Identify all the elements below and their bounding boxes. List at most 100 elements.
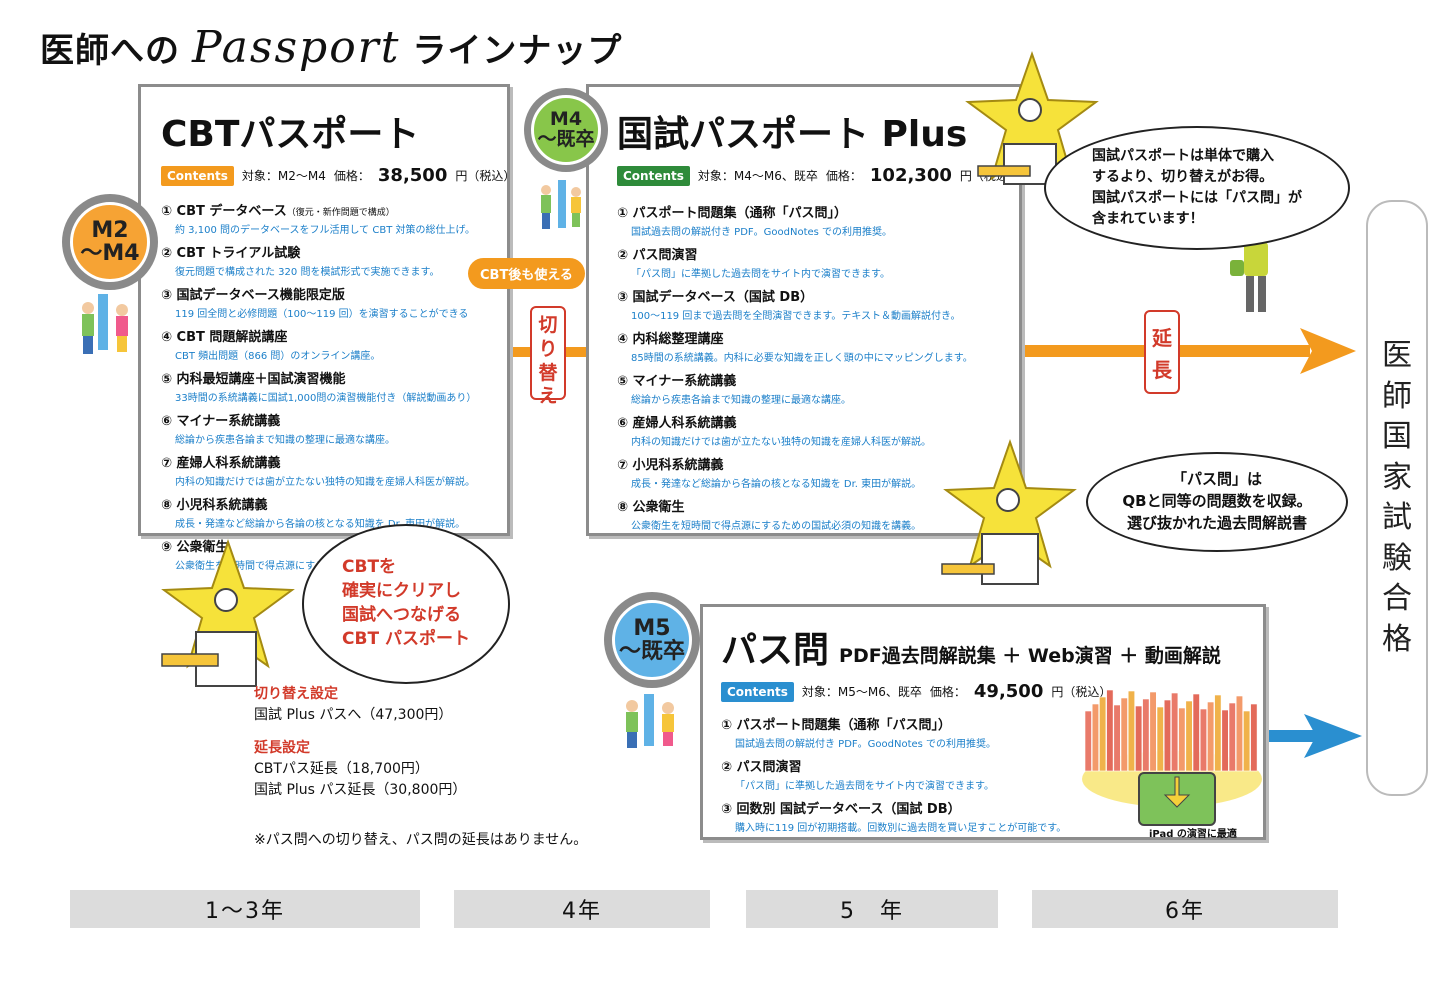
- goal-char: 験: [1382, 540, 1412, 576]
- contents-item-title: ⑧ 小児科系統講義: [161, 498, 268, 513]
- contents-item-desc: CBT 頻出問題（866 問）のオンライン講座。: [175, 351, 381, 362]
- switch-char: り: [538, 337, 558, 360]
- contents-item-desc: 内科の知識だけでは歯が立たない独特の知識を産婦人科医が解説。: [175, 477, 475, 488]
- contents-item-desc: 約 3,100 問のデータベースをフル活用して CBT 対策の総仕上げ。: [175, 225, 475, 236]
- book-spine: [1135, 705, 1143, 772]
- switch-char: 替: [538, 361, 558, 384]
- bubble-line: 国試パスポートには「パス問」が: [1092, 190, 1302, 206]
- book-spine: [1214, 694, 1222, 772]
- contents-item-title: ⑥ 産婦人科系統講義: [617, 416, 737, 431]
- bubble-line: 国試パスポートは単体で購入: [1092, 148, 1274, 164]
- book-spine: [1156, 706, 1164, 772]
- contents-item-title: ④ CBT 問題解説講座: [161, 330, 288, 345]
- pasumon-target: 対象：M5〜M6、既卒: [801, 685, 922, 699]
- contents-item-desc: 購入時に119 回が初期搭載。回数別に過去問を買い足すことが可能です。: [735, 823, 1067, 834]
- contents-item-title: ① パスポート問題集（通称「パス問」）: [617, 206, 848, 221]
- contents-item-title: ③ 国試データベース機能限定版: [161, 288, 345, 303]
- year-bar-6: 6年: [1032, 890, 1338, 928]
- contents-item-desc: 33時間の系統講義に国試1,000問の演習機能付き（解説動画あり）: [175, 393, 477, 404]
- book-spine: [1163, 699, 1171, 772]
- extend-settings-line: 国試 Plus パス延長（30,800円）: [254, 782, 467, 798]
- goal-char: 格: [1382, 621, 1412, 657]
- year-bar-5: 5 年: [746, 890, 998, 928]
- contents-item: ④ 内科総整理講座 85時間の系統講義。内科に必要な知識を正しく頭の中にマッピング…: [617, 328, 991, 364]
- book-spine: [1178, 707, 1186, 772]
- switch-settings-heading: 切り替え設定: [254, 686, 338, 702]
- contents-item-desc: 85時間の系統講義。内科に必要な知識を正しく頭の中にマッピングします。: [631, 353, 973, 364]
- contents-item-title: ④ 内科総整理講座: [617, 332, 724, 347]
- extend-char: 延: [1152, 326, 1172, 350]
- book-spine: [1243, 710, 1251, 772]
- goal-char: 医: [1382, 338, 1412, 373]
- extend-settings: 延長設定 CBTパス延長（18,700円） 国試 Plus パス延長（30,80…: [254, 738, 466, 801]
- switch-tag: 切 り 替 え: [530, 306, 566, 407]
- contents-item: ① パスポート問題集（通称「パス問」）国試過去問の解説付き PDF。GoodNo…: [721, 714, 1245, 750]
- switch-char: え: [538, 385, 558, 408]
- contents-item: ④ CBT 問題解説講座 CBT 頻出問題（866 問）のオンライン講座。: [161, 326, 487, 362]
- students-figure-icon: [626, 694, 674, 748]
- book-spine: [1099, 696, 1107, 772]
- contents-item: ② パス問演習「パス問」に準拠した過去問をサイト内で演習できます。: [721, 756, 1245, 792]
- book-spine: [1106, 689, 1114, 772]
- star-character-icon: [161, 538, 295, 687]
- badge-m5-kisotsu: M5 〜既卒: [604, 592, 700, 688]
- contents-item-title: ② パス問演習: [721, 760, 802, 775]
- bubble-line: 選び抜かれた過去問解説書: [1126, 513, 1307, 532]
- book-spine: [1142, 698, 1150, 772]
- contents-item: ③ 回数別 国試データベース（国試 DB）購入時に119 回が初期搭載。回数別に…: [721, 798, 1245, 834]
- contents-badge: Contents: [721, 681, 794, 702]
- goal-char: 試: [1382, 500, 1412, 535]
- cbt-title: CBTパスポート: [161, 114, 420, 155]
- book-spine: [1185, 700, 1193, 772]
- kokushi-price: 102,300: [869, 165, 952, 186]
- contents-item-title: ⑤ 内科最短講座＋国試演習機能: [161, 372, 346, 387]
- contents-item: ① CBT データベース（復元・新作問題で構成）約 3,100 問のデータベース…: [161, 200, 487, 236]
- price-label: 価格：: [929, 685, 966, 699]
- book-spine: [1221, 709, 1229, 772]
- contents-item-desc: 内科の知識だけでは歯が立たない独特の知識を産婦人科医が解説。: [631, 437, 931, 448]
- pasumon-note: ※パス問への切り替え、パス問の延長はありません。: [254, 832, 588, 848]
- bubble-line: 確実にクリアし: [342, 581, 462, 602]
- contents-item: ⑧ 小児科系統講義成長・発達など総論から各論の核となる知識を Dr. 東田が解説…: [161, 494, 487, 530]
- contents-item-title: ② CBT トライアル試験: [161, 246, 301, 261]
- contents-item-title: ⑦ 小児科系統講義: [617, 458, 724, 473]
- contents-item-note: （復元・新作問題で構成）: [286, 208, 395, 218]
- goal-char: 家: [1382, 459, 1412, 495]
- contents-item-title: ⑥ マイナー系統講義: [161, 414, 281, 429]
- book-spine: [1120, 697, 1128, 772]
- contents-badge: Contents: [617, 165, 690, 186]
- badge-m2-line2: 〜M4: [80, 241, 140, 266]
- students-figure-icon: [82, 294, 128, 354]
- goal-box: 医師国家試験合格: [1366, 200, 1428, 796]
- extend-arrow-head: [1300, 328, 1356, 374]
- contents-item-desc: 119 回全問と必修問題（100〜119 回）を演習することができる: [175, 309, 469, 320]
- kokushi-contents-list: ① パスポート問題集（通称「パス問」）国試過去問の解説付き PDF。GoodNo…: [617, 202, 991, 532]
- contents-item-title: ③ 国試データベース（国試 DB）: [617, 290, 814, 305]
- cbt-speech-bubble: CBTを 確実にクリアし 国試へつなげる CBT パスポート: [302, 524, 510, 684]
- pasumon-card: パス問 PDF過去問解説集 ＋ Web演習 ＋ 動画解説 Contents 対象…: [700, 604, 1266, 840]
- star-character-icon: [941, 438, 1077, 585]
- book-spine: [1235, 695, 1243, 772]
- book-spine: [1084, 710, 1092, 772]
- contents-item-desc: 成長・発達など総論から各論の核となる知識を Dr. 東田が解説。: [175, 519, 466, 530]
- contents-badge: Contents: [161, 165, 234, 186]
- extend-tag: 延 長: [1144, 310, 1180, 394]
- kokushi-target: 対象：M4〜M6、既卒: [697, 169, 818, 183]
- contents-item-title: ⑨ 公衆衛生: [161, 540, 229, 555]
- contents-item: ⑧ 公衆衛生公衆衛生を短時間で得点源にするための国試必須の知識を講義。: [617, 496, 991, 532]
- contents-item-desc: 国試過去問の解説付き PDF。GoodNotes での利用推奨。: [735, 739, 997, 750]
- contents-item-title: ② パス問演習: [617, 248, 698, 263]
- price-label: 価格：: [333, 169, 370, 183]
- extend-char: 長: [1152, 358, 1172, 382]
- price-unit: 円（税込）: [455, 169, 516, 183]
- contents-item: ① パスポート問題集（通称「パス問」）国試過去問の解説付き PDF。GoodNo…: [617, 202, 991, 238]
- book-spine: [1192, 693, 1200, 772]
- bubble-line: 含まれています！: [1092, 211, 1204, 227]
- pasumon-contents-list: ① パスポート問題集（通称「パス問」）国試過去問の解説付き PDF。GoodNo…: [721, 714, 1245, 834]
- badge-m4-line1: M4: [549, 108, 583, 131]
- contents-item: ⑤ 内科最短講座＋国試演習機能 33時間の系統講義に国試1,000問の演習機能付き…: [161, 368, 487, 404]
- contents-item-desc: 成長・発達など総論から各論の核となる知識を Dr. 東田が解説。: [631, 479, 922, 490]
- contents-item-title: ⑧ 公衆衛生: [617, 500, 685, 515]
